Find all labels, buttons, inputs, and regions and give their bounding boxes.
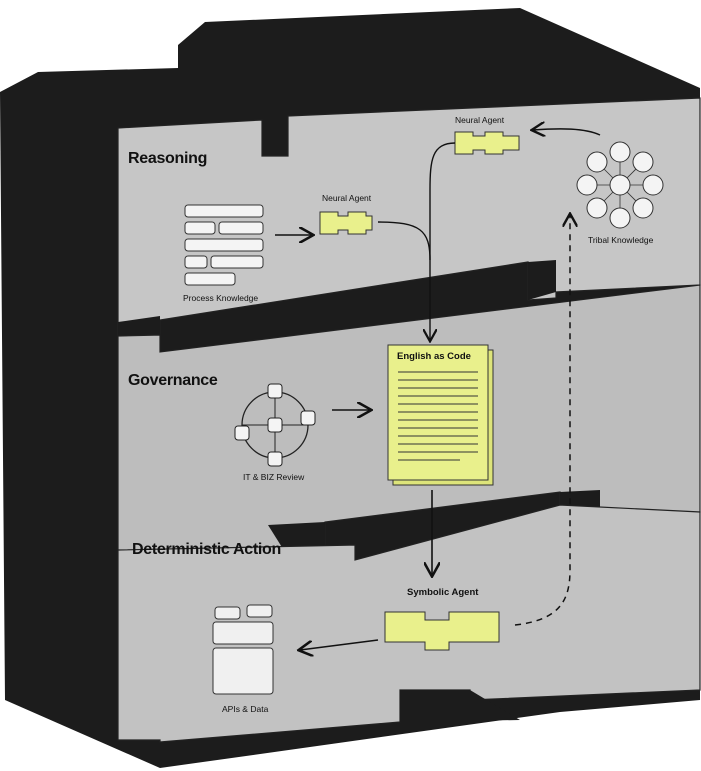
neural-agent-2-label: Neural Agent — [455, 115, 505, 125]
english-as-code-doc — [387, 344, 494, 486]
neural-agent-2-piece — [454, 131, 520, 155]
tribal-knowledge-label: Tribal Knowledge — [588, 235, 654, 245]
neural-agent-1-piece — [319, 211, 373, 235]
symbolic-agent-label: Symbolic Agent — [407, 587, 479, 598]
layer-title-reasoning: Reasoning — [128, 150, 208, 167]
tribal-knowledge-icon — [576, 141, 664, 229]
symbolic-agent-piece — [384, 611, 500, 651]
english-as-code-label: English as Code — [397, 351, 471, 362]
dashed-feedback-arrow — [514, 215, 570, 626]
layer-title-governance: Governance — [128, 372, 218, 389]
apis-data-label: APIs & Data — [222, 704, 269, 714]
apis-data-icon — [212, 604, 274, 695]
process-knowledge-label: Process Knowledge — [183, 293, 259, 303]
layer-title-deterministic-action: Deterministic Action — [132, 541, 281, 558]
neural-agent-1-label: Neural Agent — [322, 193, 372, 203]
reasoning-notch — [528, 260, 556, 300]
it-biz-review-label: IT & BIZ Review — [243, 472, 305, 482]
it-biz-review-icon — [234, 383, 316, 467]
process-knowledge-icon — [184, 204, 264, 286]
deterministic-notch — [400, 690, 520, 722]
